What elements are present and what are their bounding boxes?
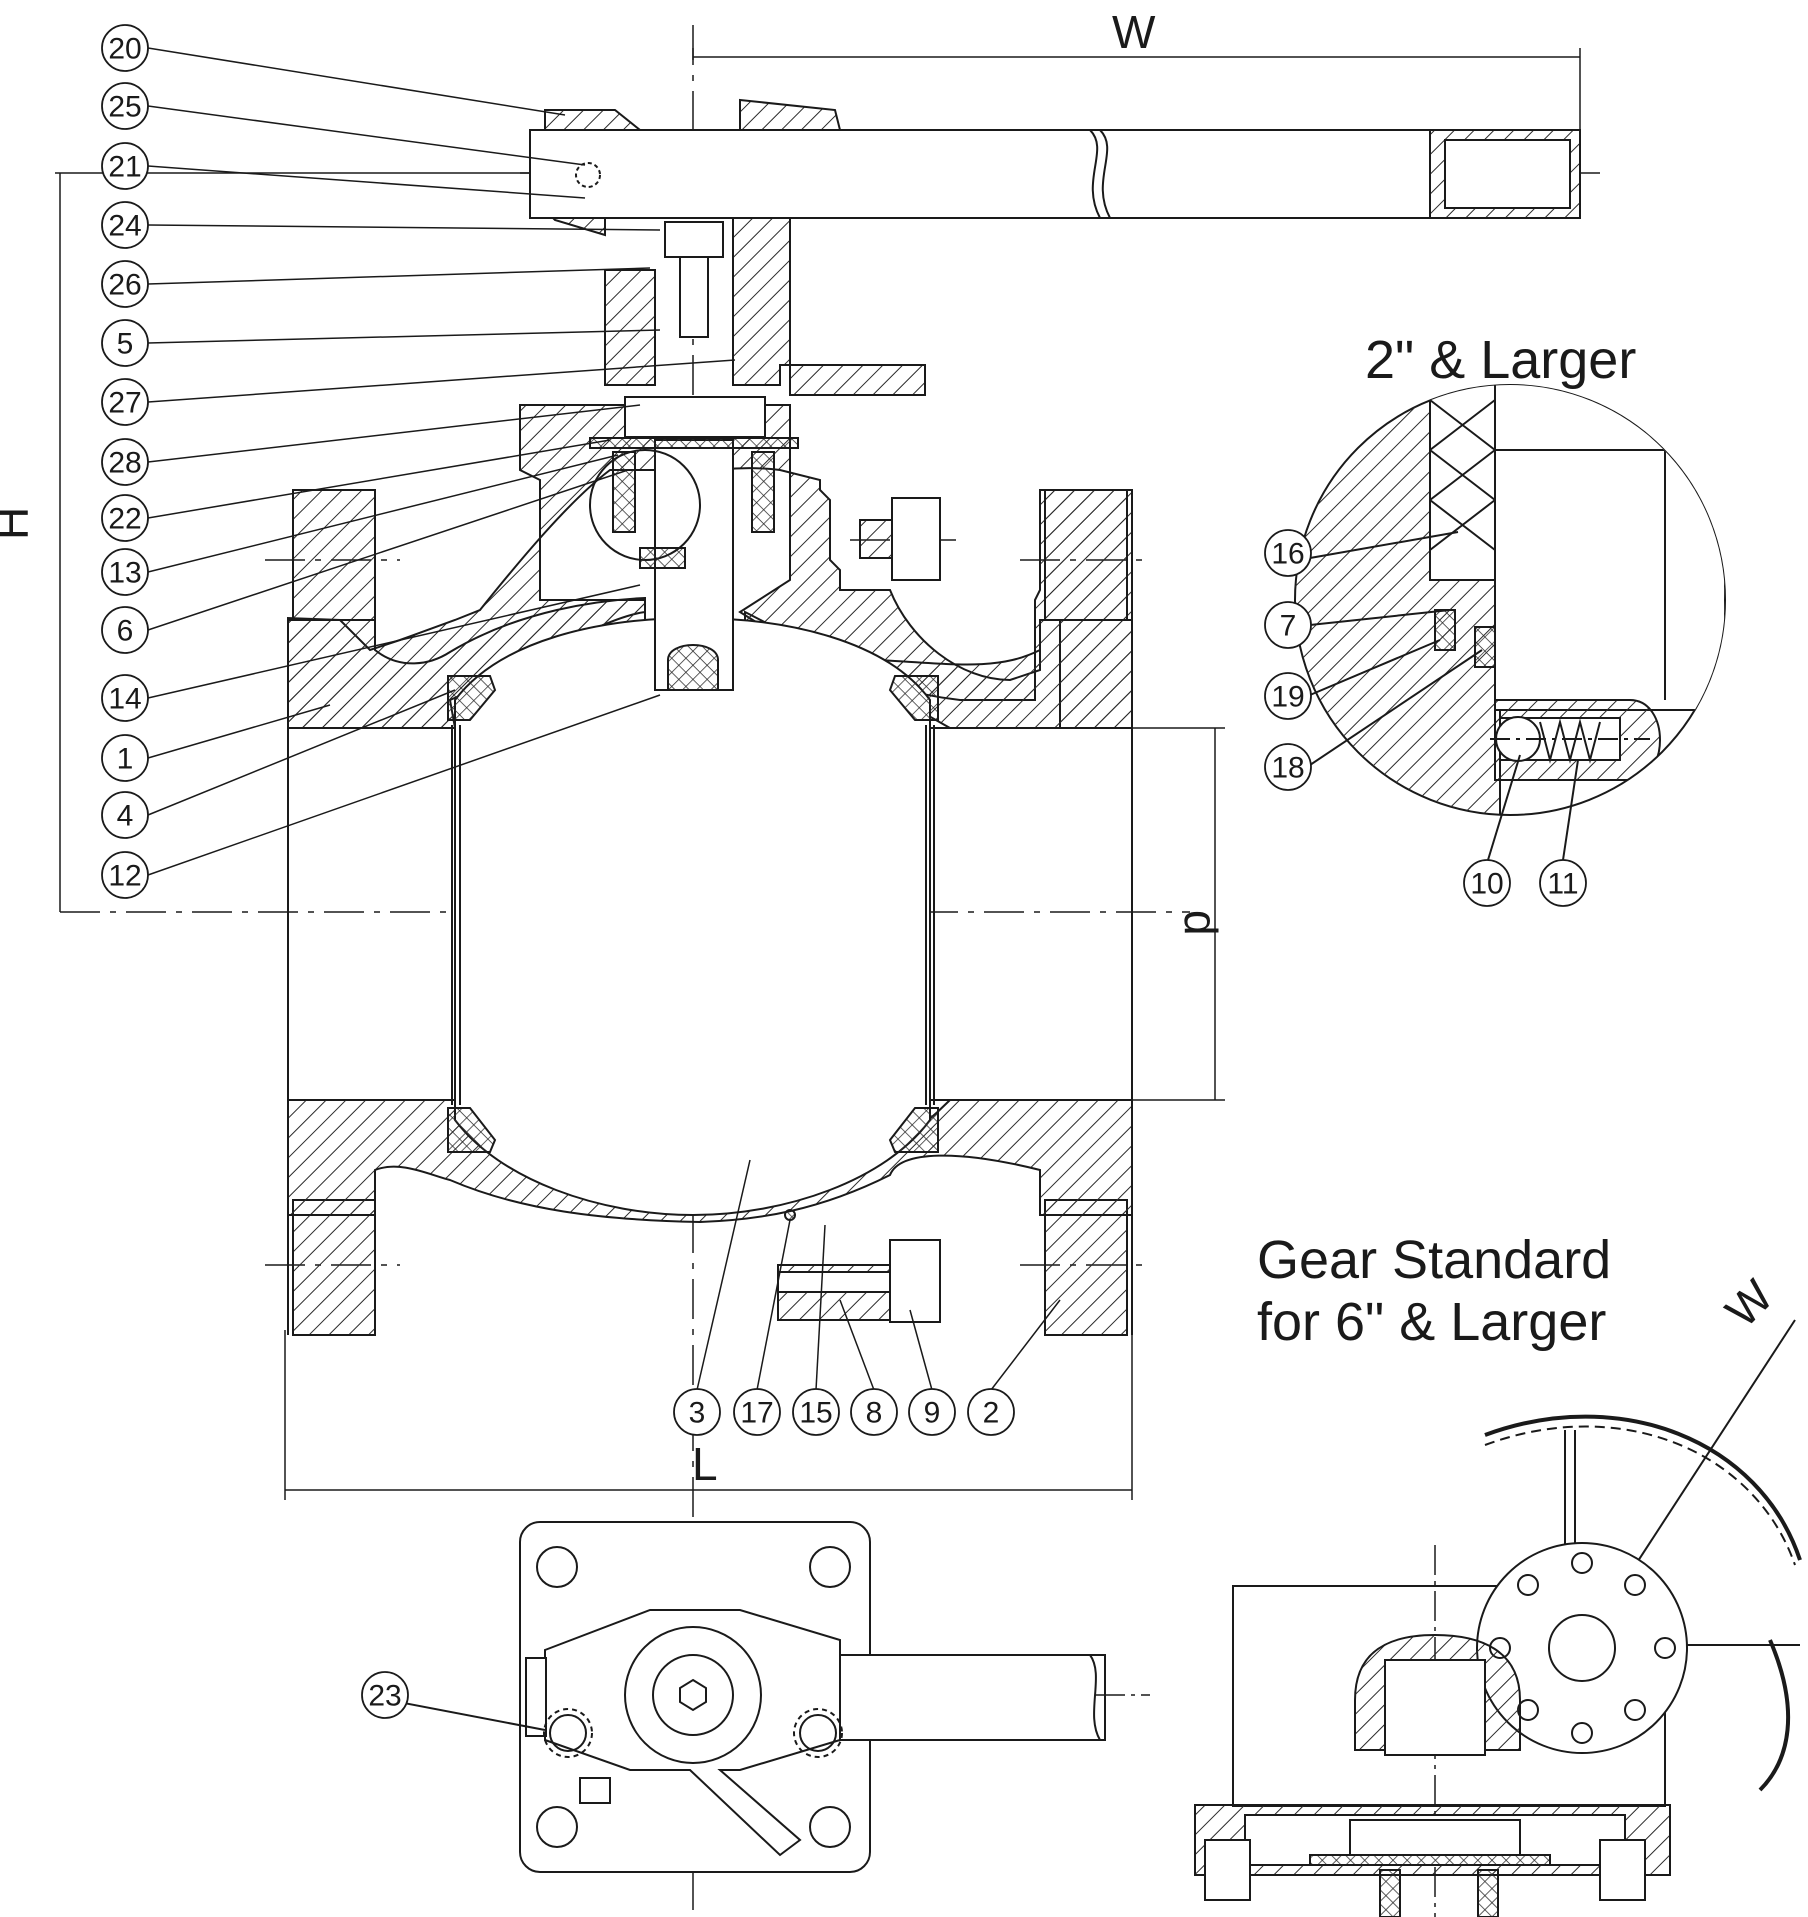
stem-bolt [664,221,724,258]
stem-tip [667,644,719,691]
flange-lower-right [1044,1199,1128,1336]
svg-text:9: 9 [924,1397,941,1430]
flange-upper-left [292,489,376,621]
detail-view [1294,384,1726,861]
svg-text:23: 23 [368,1680,401,1713]
callout-22: 22 [101,494,149,542]
callouts-bottom-leaders [696,1159,1061,1391]
callout-23: 23 [361,1671,409,1719]
callout-8: 8 [850,1388,898,1436]
callouts-left [147,47,736,876]
svg-text:11: 11 [1547,868,1578,901]
callout-14: 14 [101,674,149,722]
svg-text:1: 1 [117,743,134,776]
callout-9: 9 [908,1388,956,1436]
callout-26: 26 [101,260,149,308]
dim-d: d [1175,910,1227,936]
callout-5: 5 [101,319,149,367]
svg-text:13: 13 [108,557,141,590]
callout-4: 4 [101,791,149,839]
callout-11: 11 [1539,859,1587,907]
dimension-lines [55,48,1581,1500]
svg-text:16: 16 [1271,538,1304,571]
svg-text:6: 6 [117,615,134,648]
callout-27: 27 [101,378,149,426]
bonnet-bolt [891,497,941,581]
callout-1: 1 [101,734,149,782]
gear-dim-w: W [1715,1269,1783,1337]
seat-upper-left [447,675,497,721]
svg-text:18: 18 [1271,752,1304,785]
svg-text:28: 28 [108,447,141,480]
plan-view [361,1521,1150,1873]
handle-lever [529,129,1581,219]
svg-text:24: 24 [108,210,141,243]
svg-text:7: 7 [1280,610,1297,643]
svg-text:3: 3 [689,1397,706,1430]
bottom-bolt [889,1239,941,1323]
bonnet [604,209,926,396]
packing-left [612,451,636,533]
gear-title-1: Gear Standard [1257,1230,1611,1290]
callout-18: 18 [1264,743,1312,791]
seat-lower-left [447,1107,497,1153]
packing-right [751,451,775,533]
gear-view [1194,1319,1802,1917]
gear-title-2: for 6" & Larger [1257,1292,1606,1352]
svg-text:21: 21 [108,151,141,184]
handle-break [1089,129,1111,219]
callout-15: 15 [792,1388,840,1436]
dim-l: L [692,1438,718,1490]
stem-nut [624,396,766,438]
callout-20: 20 [101,24,149,72]
callout-17: 17 [733,1388,781,1436]
svg-text:4: 4 [117,800,134,833]
spring-pin [639,547,686,569]
svg-text:22: 22 [108,503,141,536]
callout-28: 28 [101,438,149,486]
callout-6: 6 [101,606,149,654]
callout-19: 19 [1264,672,1312,720]
callout-2: 2 [967,1388,1015,1436]
svg-text:25: 25 [108,91,141,124]
callout-21: 21 [101,142,149,190]
svg-text:17: 17 [740,1397,773,1430]
svg-text:26: 26 [108,269,141,302]
svg-text:15: 15 [799,1397,832,1430]
svg-text:20: 20 [108,33,141,66]
seat-upper-right [888,675,939,721]
dim-w: W [1112,6,1156,58]
callout-10: 10 [1463,859,1511,907]
callout-13: 13 [101,548,149,596]
svg-text:12: 12 [108,860,141,893]
ball [454,616,931,1217]
callout-25: 25 [101,82,149,130]
handle-pin [575,162,601,188]
svg-text:14: 14 [108,683,141,716]
svg-text:8: 8 [866,1397,883,1430]
callout-12: 12 [101,851,149,899]
svg-text:5: 5 [117,328,134,361]
svg-text:19: 19 [1271,681,1304,714]
main-section-view [60,25,1600,1910]
callout-24: 24 [101,201,149,249]
callout-16: 16 [1264,529,1312,577]
washer [589,437,799,449]
flange-lower-left [292,1199,376,1336]
detail-title: 2" & Larger [1365,330,1636,390]
svg-text:27: 27 [108,387,141,420]
dim-h: H [0,507,38,540]
callout-7: 7 [1264,601,1312,649]
flange-upper-right [1044,489,1128,621]
svg-text:10: 10 [1470,868,1503,901]
seat-lower-right [888,1107,939,1153]
callout-3: 3 [673,1388,721,1436]
svg-text:2: 2 [983,1397,1000,1430]
